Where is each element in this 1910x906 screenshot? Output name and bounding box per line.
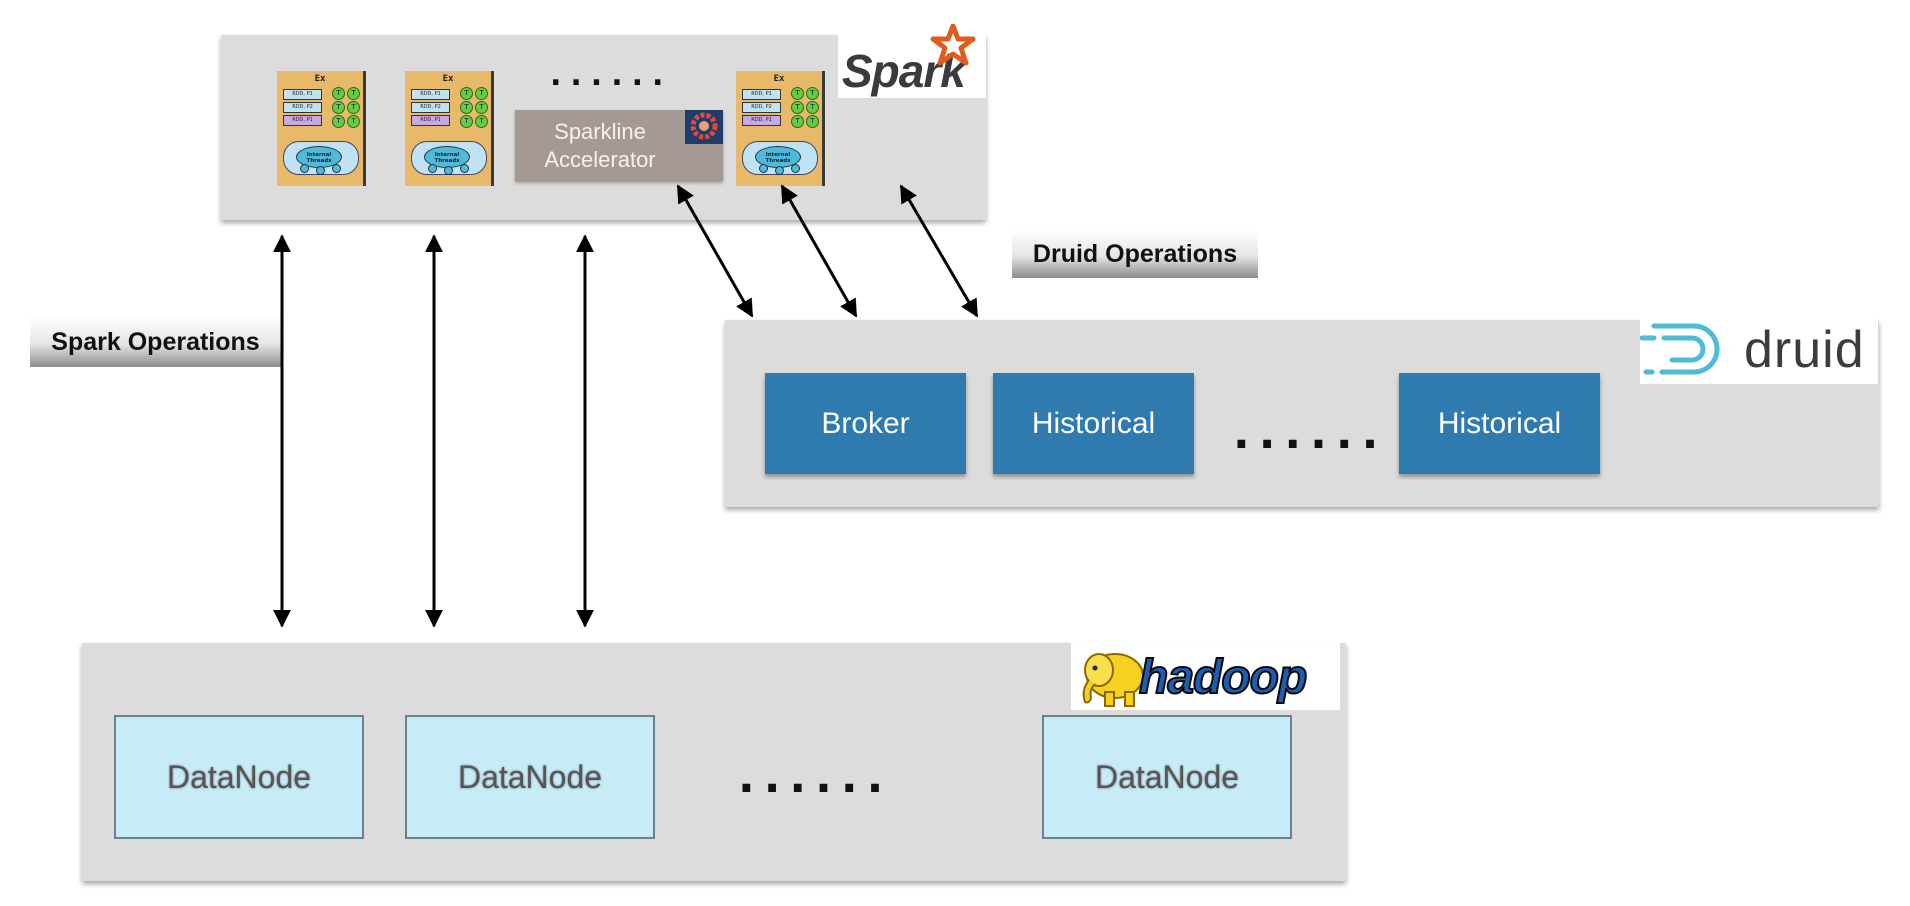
thread-badge: T [460,115,473,128]
thread-dot [300,164,309,173]
hadoop-nodes-ellipsis: ...... [738,752,893,803]
executor-label: Ex [442,74,454,84]
thread-badge: T [806,101,819,114]
internal-threads-cloud: Internal Threads [283,141,359,175]
thread-badge: T [347,87,360,100]
thread-dot [428,164,437,173]
spark-druid-arrow [899,184,979,318]
thread-badge: T [475,101,488,114]
thread-badge: T [791,87,804,100]
hadoop-datanode: DataNode [1042,715,1292,839]
thread-dot [316,166,325,175]
hadoop-elephant-icon [1082,653,1144,707]
spark-druid-arrow [676,184,754,318]
hadoop-datanode: DataNode [405,715,655,839]
spark-operations-label: Spark Operations [30,317,281,367]
rdd-partition: RDD, P2 [411,102,450,113]
thread-badge: T [806,115,819,128]
thread-badge: T [791,101,804,114]
thread-badge: T [460,101,473,114]
druid-broker-node: Broker [765,373,966,474]
hadoop-logo-text: hadoop [1138,650,1308,705]
druid-mark-icon [1640,323,1720,375]
rdd-partition: RDD, P2 [283,102,322,113]
internal-threads-cloud: Internal Threads [411,141,487,175]
thread-badge: T [347,101,360,114]
rdd-partition: RDD, P1 [742,115,781,126]
spark-star-icon [930,24,976,66]
thread-dot [791,164,800,173]
druid-nodes-ellipsis: ...... [1233,408,1388,459]
spark-druid-arrow [780,184,858,318]
thread-dot [332,164,341,173]
thread-badge: T [475,115,488,128]
spark-executor: Ex RDD, P1 RDD, P2 RDD, P1 T T T T T T I… [736,71,825,186]
sparkline-accelerator-box: Sparkline Accelerator [515,110,723,181]
sparkline-accelerator-label: Sparkline Accelerator [544,119,656,172]
rdd-partition: RDD, P1 [742,89,781,100]
internal-threads-cloud: Internal Threads [742,141,818,175]
thread-badge: T [332,101,345,114]
thread-dot [759,164,768,173]
druid-historical-node: Historical [1399,373,1600,474]
thread-dot [460,164,469,173]
thread-badge: T [347,115,360,128]
druid-logo-text: druid [1744,321,1865,379]
druid-operations-label: Druid Operations [1012,230,1258,278]
executor-label: Ex [773,74,785,84]
thread-badge: T [332,87,345,100]
thread-badge: T [475,87,488,100]
sparkline-logo-icon [685,110,723,144]
hadoop-datanode: DataNode [114,715,364,839]
thread-badge: T [460,87,473,100]
druid-historical-node: Historical [993,373,1194,474]
hadoop-logo: hadoop [1071,642,1340,710]
thread-badge: T [332,115,345,128]
spark-logo: Spark [838,22,986,98]
spark-executors-ellipsis: ...... [550,58,673,93]
spark-executor: Ex RDD, P1 RDD, P2 RDD, P1 T T T T T T I… [405,71,494,186]
thread-dot [444,166,453,175]
rdd-partition: RDD, P1 [283,89,322,100]
rdd-partition: RDD, P1 [283,115,322,126]
druid-logo: druid [1640,314,1878,384]
rdd-partition: RDD, P2 [742,102,781,113]
executor-label: Ex [314,74,326,84]
thread-badge: T [806,87,819,100]
thread-badge: T [791,115,804,128]
rdd-partition: RDD, P1 [411,89,450,100]
rdd-partition: RDD, P1 [411,115,450,126]
thread-dot [775,166,784,175]
spark-executor: Ex RDD, P1 RDD, P2 RDD, P1 T T T T T T I… [277,71,366,186]
